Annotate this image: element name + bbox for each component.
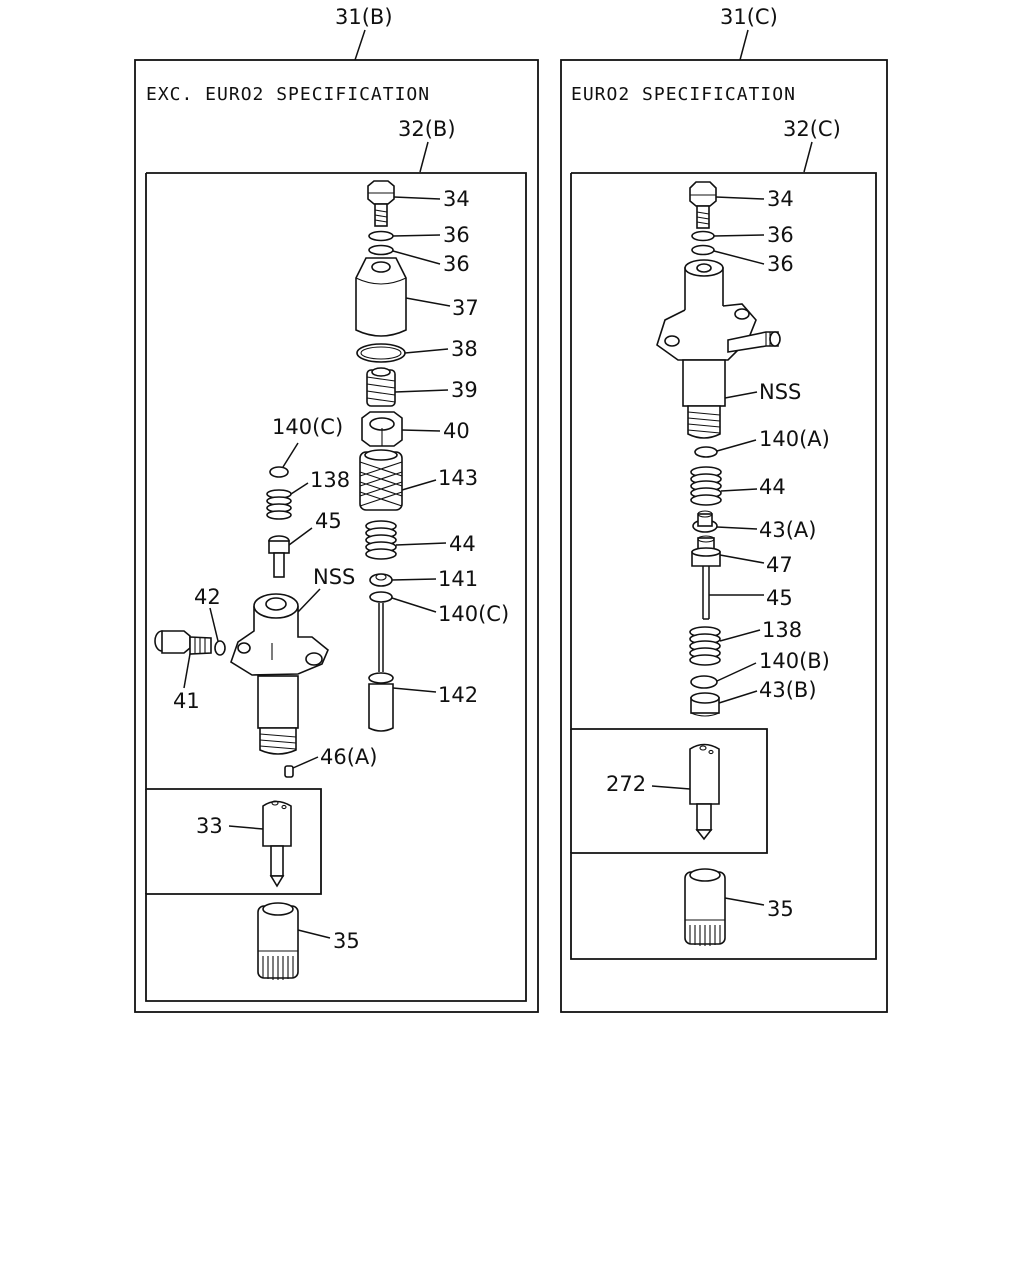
left-label-138: 138 [310,468,350,492]
right-part-138-spring [689,626,721,666]
right-label-140a: 140(A) [759,427,830,451]
left-part-138-spring [266,489,292,520]
assembly-header-c: 31(C) [720,5,778,61]
left-part-35-nut [257,902,299,980]
left-part-142-pushrod [368,603,394,732]
left-part-46a-pin [284,765,294,778]
right-part-nss-body [656,259,781,439]
left-part-36-washer-b [368,244,394,256]
right-part-36-washer-b [691,244,715,256]
assembly-header-b: 31(B) [335,5,393,61]
right-label-138: 138 [762,618,802,642]
left-label-45: 45 [315,509,342,533]
left-part-33-nozzle [262,800,292,888]
left-part-41-connector [154,630,212,655]
left-label-142: 142 [438,683,478,707]
left-label-33: 33 [196,814,223,838]
right-part-36-washer-a [691,230,715,242]
right-label-45: 45 [766,586,793,610]
left-label-140c-upper: 140(C) [272,415,343,439]
right-label-35: 35 [767,897,794,921]
right-part-43b-shim [690,692,720,717]
right-label-43b: 43(B) [759,678,817,702]
right-label-36a: 36 [767,223,794,247]
left-part-42-gasket [214,640,226,656]
left-label-41: 41 [173,689,200,713]
right-part-44-spring [690,466,722,506]
left-label-35: 35 [333,929,360,953]
right-part-34-bolt [689,181,717,229]
left-part-40-nut [361,411,403,447]
left-label-37: 37 [452,296,479,320]
left-part-39-screw [366,367,396,407]
right-label-36b: 36 [767,252,794,276]
left-label-46a: 46(A) [320,745,377,769]
left-label-36a: 36 [443,223,470,247]
right-label-272: 272 [606,772,646,796]
right-part-43a-seat [692,510,718,533]
right-part-47-seat [691,535,721,567]
assembly-label-c: 31(C) [720,5,778,29]
left-part-36-washer-a [368,230,394,242]
right-label-44: 44 [759,475,786,499]
subassembly-label-c: 32(C) [783,117,841,141]
spec-label-c: EURO2 SPECIFICATION [571,84,796,105]
left-label-34: 34 [443,187,470,211]
left-label-140c-lower: 140(C) [438,602,509,626]
left-part-34-bolt [367,180,395,227]
left-label-143: 143 [438,466,478,490]
right-label-43a: 43(A) [759,518,816,542]
left-part-140c-washer-upper [269,466,289,478]
spec-label-b: EXC. EURO2 SPECIFICATION [146,84,430,105]
right-label-34: 34 [767,187,794,211]
right-part-35-nut [684,868,726,946]
left-label-36b: 36 [443,252,470,276]
right-label-140b: 140(B) [759,649,830,673]
assembly-label-b: 31(B) [335,5,393,29]
assembly-box-b [134,59,539,1013]
left-label-40: 40 [443,419,470,443]
left-part-nss-body [230,593,329,755]
left-part-37-holder [355,257,407,337]
right-label-47: 47 [766,553,793,577]
subassembly-label-b: 32(B) [398,117,456,141]
left-part-141-seat [369,573,393,587]
right-part-272-nozzle [689,743,720,841]
left-label-nss: NSS [313,565,355,589]
left-part-140c-washer-lower [369,591,393,603]
left-part-143-sleeve [359,449,403,511]
left-label-44: 44 [449,532,476,556]
left-label-39: 39 [451,378,478,402]
left-label-141: 141 [438,567,478,591]
left-label-42: 42 [194,585,221,609]
right-part-45-pushrod [702,566,710,620]
right-part-140a-washer [694,446,718,458]
left-part-44-spring [365,520,397,560]
left-part-38-oring [356,343,406,363]
assembly-box-c [560,59,888,1013]
right-label-nss: NSS [759,380,801,404]
left-label-38: 38 [451,337,478,361]
right-part-140b-washer [690,675,718,689]
left-part-45-pin [268,535,290,578]
